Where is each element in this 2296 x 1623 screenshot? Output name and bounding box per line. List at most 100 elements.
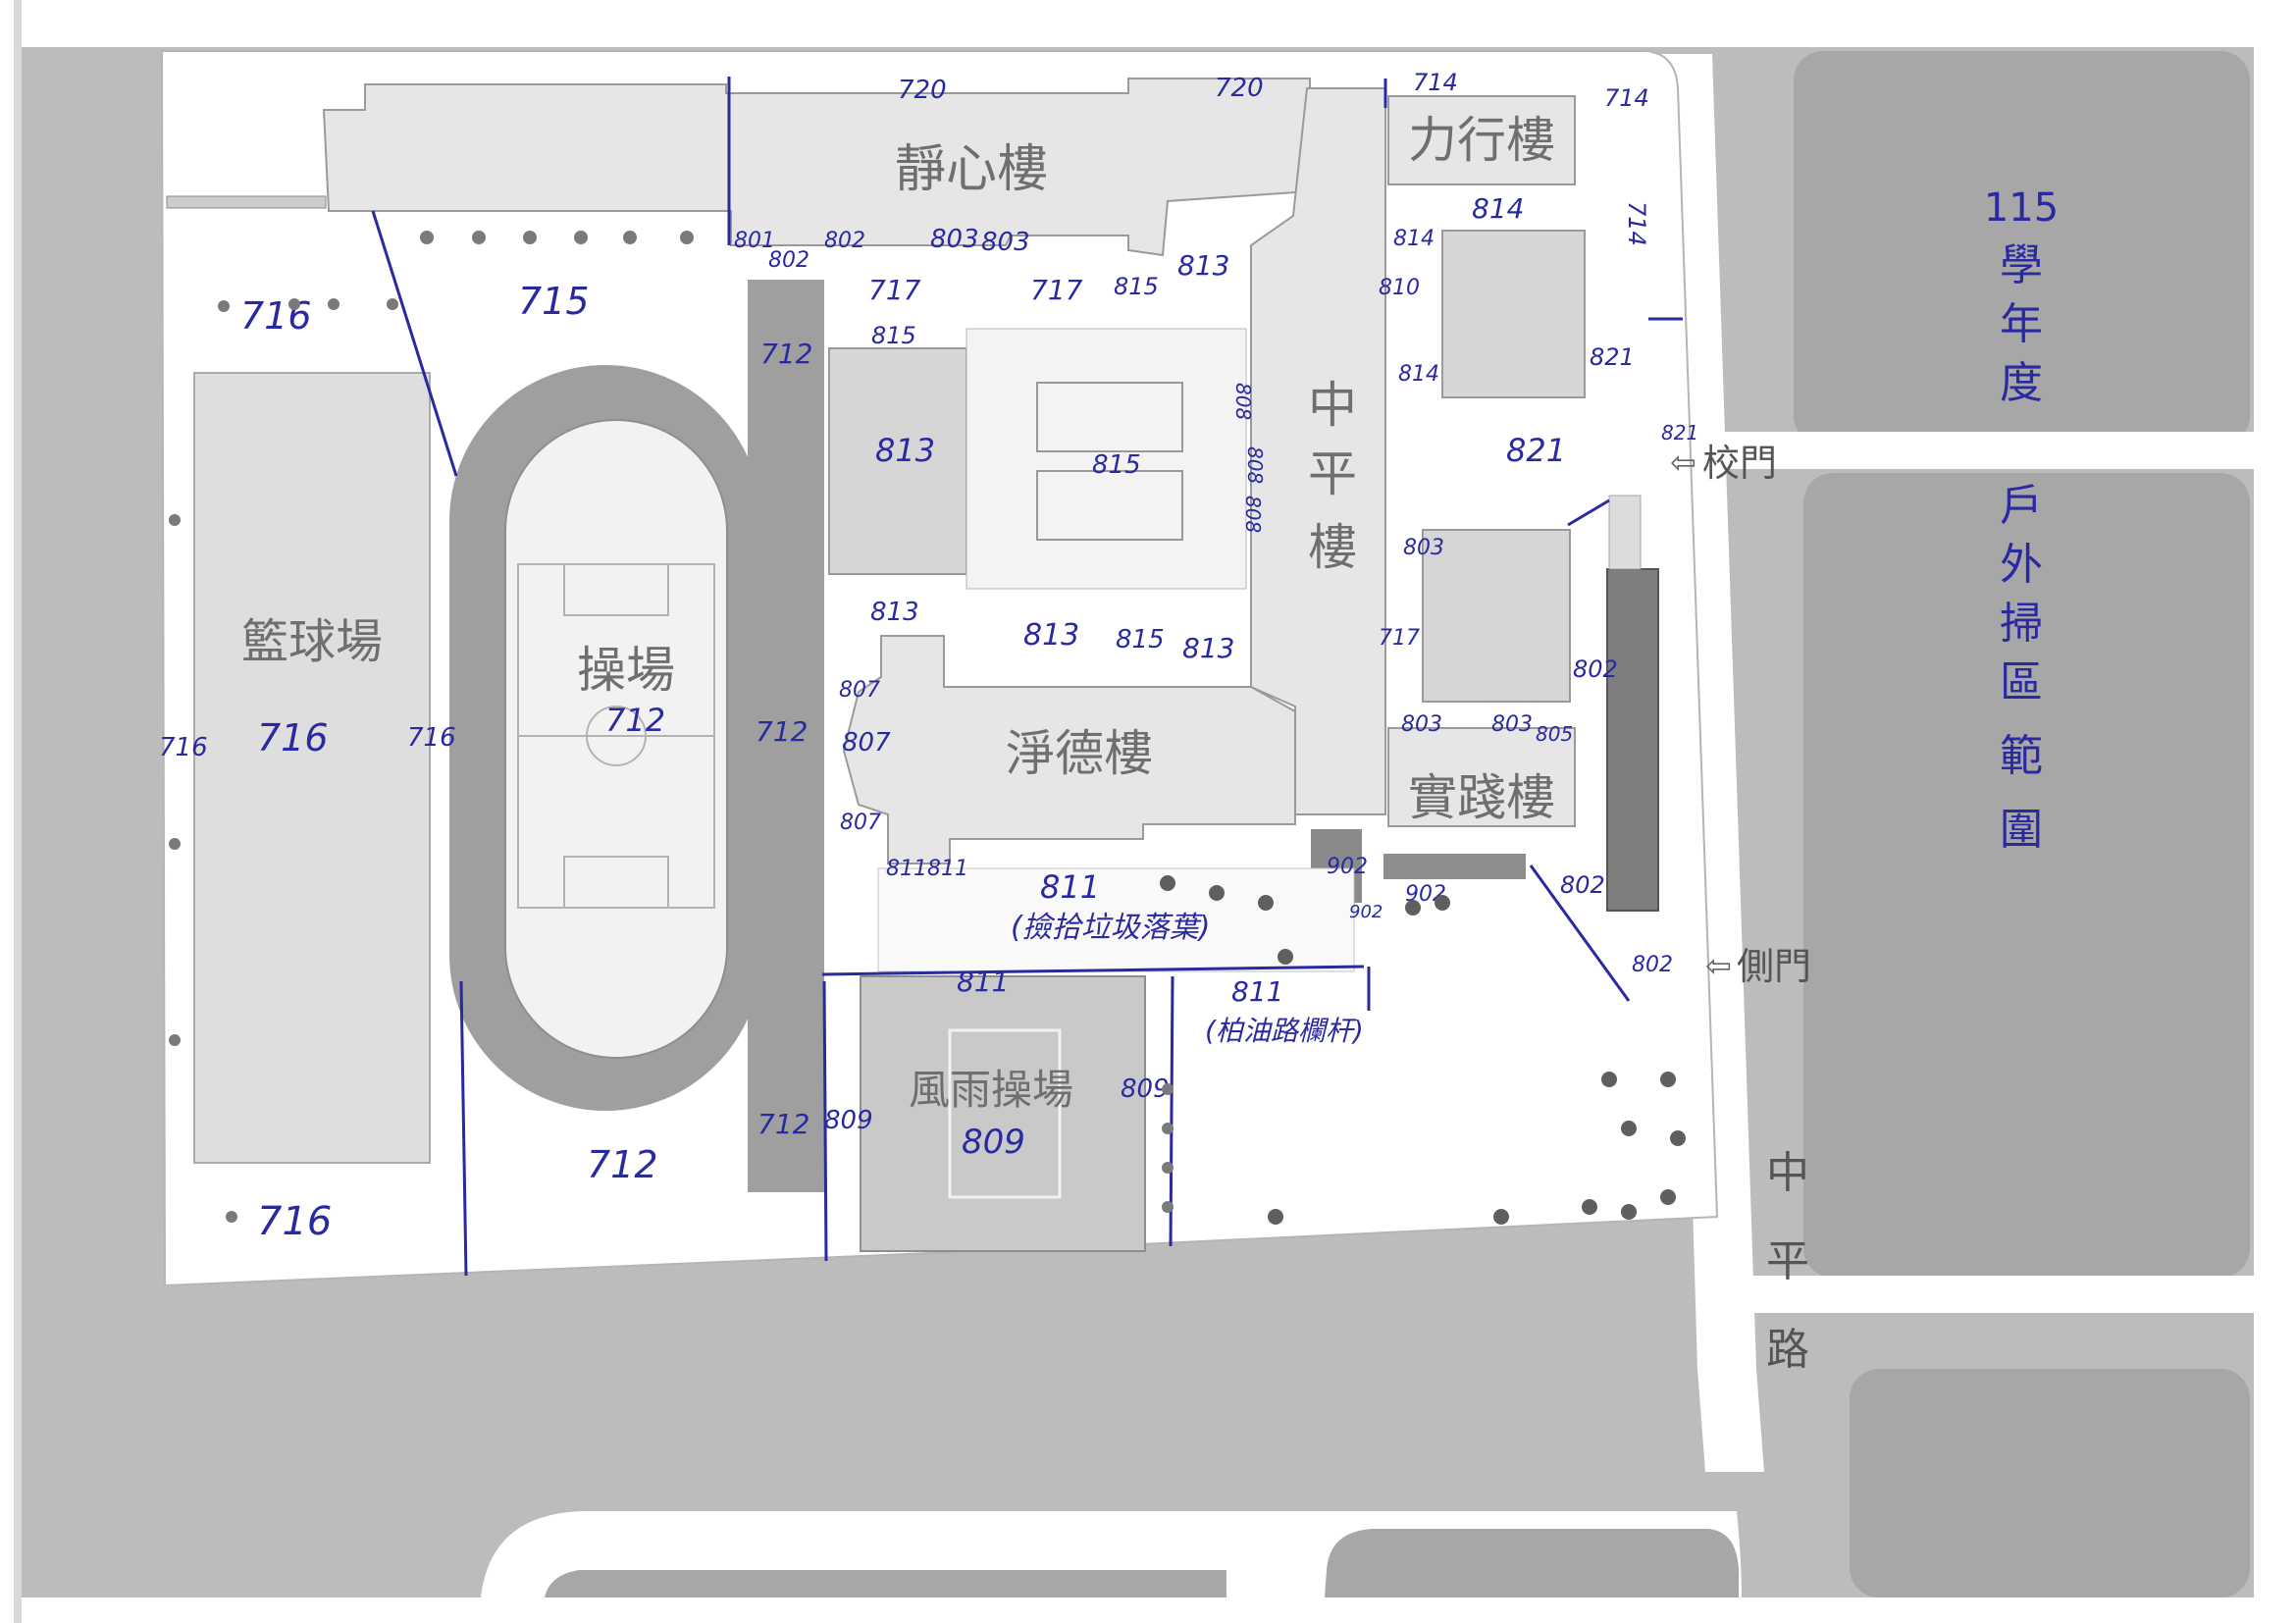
basketball-court: [193, 372, 431, 1164]
zone-712: 712: [587, 1143, 658, 1186]
rain-court-inner: [948, 1028, 1062, 1199]
zone-716: 716: [257, 1199, 332, 1244]
area-902-path: [1383, 854, 1526, 879]
shijian-label: 實踐樓: [1408, 769, 1555, 826]
zone-annotations: 720 720 714 714 714 716 716 716 716 716 …: [159, 69, 1698, 1244]
tennis-court-1: [1036, 382, 1183, 452]
zone-807: 807: [839, 678, 880, 703]
title-char-4: 戶: [2000, 481, 2043, 531]
zone-902: 902: [1327, 855, 1368, 879]
zone-814: 814: [1472, 192, 1524, 225]
title-char-8: 範: [2000, 731, 2043, 781]
rain-court: [860, 975, 1146, 1252]
area-811-zone: [877, 867, 1355, 972]
zone-712: 712: [605, 702, 665, 739]
zone-821: 821: [1661, 421, 1698, 445]
zone-716: 716: [240, 294, 312, 338]
title-char-7: 區: [2000, 657, 2043, 707]
zhongping-label-1: 中: [1308, 377, 1357, 434]
zone-717: 717: [1030, 274, 1083, 306]
zone-712: 712: [756, 715, 808, 748]
street-label-3: 路: [1766, 1325, 1809, 1375]
zone-902: 902: [1349, 902, 1383, 922]
zone-813: 813: [1182, 632, 1234, 664]
goal-box-bottom: [563, 856, 669, 909]
zone-813: 813: [875, 432, 935, 469]
zone-811: 811: [957, 966, 1009, 998]
zone-811: 811: [1231, 975, 1283, 1008]
zone-716: 716: [407, 723, 456, 753]
zone-712: 712: [757, 1108, 809, 1140]
street-label-2: 平: [1766, 1236, 1809, 1286]
zone-714: 714: [1623, 201, 1650, 246]
bottom-lane-block-right: [1325, 1529, 1739, 1597]
basketball-court-label: 籃球場: [241, 614, 383, 669]
zone-716: 716: [159, 733, 208, 762]
zone-803: 803: [981, 228, 1030, 257]
zone-809: 809: [1121, 1074, 1170, 1104]
courtyard-815-center: [965, 328, 1247, 590]
boundary-lines: [371, 77, 1683, 1277]
stand-strip: [748, 280, 824, 1192]
zhongping-label-2: 平: [1308, 445, 1357, 502]
zone-807: 807: [842, 728, 891, 758]
zone-720: 720: [898, 76, 947, 105]
side-gate-label: 側門: [1737, 945, 1811, 988]
field-center-circle: [586, 706, 647, 766]
zone-714: 714: [1604, 84, 1649, 112]
zone-811: 811: [1040, 868, 1100, 906]
road-strip-upper: [1668, 432, 2254, 469]
east-hatched-strip: [1606, 568, 1659, 912]
side-gate-arrow: ⇦: [1705, 947, 1732, 984]
zone-815: 815: [1116, 625, 1165, 654]
note-collect-leaves: (撿拾垃圾落葉): [1011, 911, 1210, 945]
title-year: 115: [1984, 185, 2059, 231]
note-asphalt-railing: (柏油路欄杆): [1205, 1015, 1364, 1047]
zone-808: 808: [1241, 496, 1265, 533]
zone-808: 808: [1231, 383, 1255, 420]
zone-803: 803: [930, 225, 979, 254]
title-char-5: 外: [2000, 540, 2043, 590]
zone-802: 802: [1632, 953, 1673, 977]
courtyard-813-west: [828, 347, 967, 575]
shrub-markers: [1160, 875, 1686, 1225]
zone-714: 714: [1413, 69, 1458, 96]
scan-edge: [14, 0, 22, 1623]
zone-821: 821: [1506, 432, 1566, 469]
zone-807: 807: [840, 811, 881, 835]
title-char-9: 圍: [2000, 805, 2043, 855]
zone-814: 814: [1393, 227, 1435, 251]
zone-809: 809: [824, 1106, 873, 1135]
jingde-label: 淨德樓: [1006, 725, 1153, 782]
courtyard-east-north: [1441, 230, 1586, 398]
zone-811: 811: [886, 857, 927, 881]
tennis-court-2: [1036, 470, 1183, 541]
playground-label: 操場: [577, 642, 675, 699]
zone-803: 803: [1491, 712, 1533, 737]
zhongping-building: [1250, 87, 1386, 815]
zone-811: 811: [927, 857, 968, 881]
zone-720: 720: [1215, 74, 1264, 103]
zone-716: 716: [257, 716, 329, 759]
city-block-south: [1850, 1369, 2250, 1597]
city-block-middle: [1803, 473, 2250, 1278]
jingde-building: [842, 635, 1296, 864]
city-block-north: [1794, 51, 2250, 445]
jingxin-ledge: [166, 195, 327, 209]
main-gate-label: 校門: [1702, 442, 1777, 485]
jingxin-label: 靜心樓: [895, 140, 1048, 199]
zone-917: 717: [1379, 626, 1420, 651]
road-strip-lower: [1717, 1276, 2254, 1313]
tree-markers: [169, 231, 1174, 1223]
goal-box-top: [563, 563, 669, 616]
zone-717: 717: [868, 274, 921, 306]
east-green-strip: [1608, 495, 1642, 570]
shijian-building: [1387, 727, 1576, 827]
zone-813: 813: [1177, 249, 1229, 282]
lixing-label: 力行樓: [1408, 112, 1555, 169]
zone-802: 802: [824, 229, 865, 253]
zone-808: 808: [1243, 446, 1267, 484]
title-char-6: 掃: [2000, 599, 2043, 649]
rain-court-label: 風雨操場: [909, 1066, 1073, 1114]
zone-815: 815: [871, 322, 916, 349]
